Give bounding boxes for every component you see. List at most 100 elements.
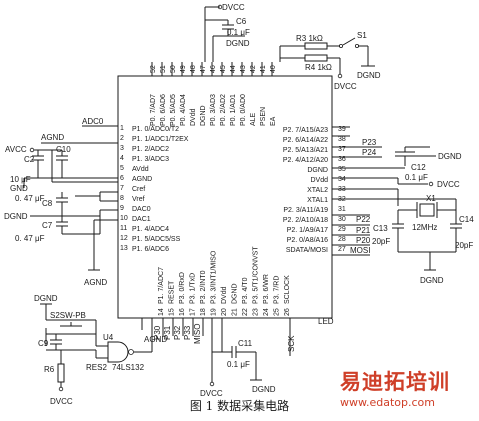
right-pin-name: XTAL2 [307, 187, 328, 194]
agnd-left-label: AGND [41, 133, 64, 142]
left-pin-name: P1. 1/ADC1/T2EX [132, 136, 189, 143]
p22-label: P22 [356, 215, 371, 224]
left-pin-number: 1 [120, 125, 124, 132]
right-pin-name: P2. 4/A12/A20 [283, 157, 328, 164]
sck-label: SCK [287, 335, 296, 352]
top-pin-number: 44 [230, 65, 237, 73]
c14-value: 20pF [455, 241, 473, 250]
right-pin-number: 30 [338, 216, 346, 223]
top-pin-number: 46 [210, 65, 217, 73]
miso-label: MISO [193, 324, 202, 344]
right-pin-name: P2. 2/A10/A18 [283, 217, 328, 224]
c8-label: C8 [42, 199, 53, 208]
top-pin-number: 40 [270, 65, 277, 73]
dvcc-s2-label: DVCC [50, 397, 73, 406]
top-pin-name: P0. 5/AD5 [170, 94, 177, 126]
left-pin-name: P1. 5/ADC5/SS [132, 236, 181, 243]
right-pin-number: 27 [338, 246, 346, 253]
bottom-pin-name: DGND [232, 283, 239, 304]
right-pin-number: 37 [338, 146, 346, 153]
right-pin-name: P2. 5/A13/A21 [283, 147, 328, 154]
top-pin-name: PSEN [260, 107, 267, 126]
c7-label: C7 [42, 221, 53, 230]
left-pin-number: 3 [120, 145, 124, 152]
left-pin-name: P1. 2/ADC2 [132, 146, 169, 153]
c12-label: C12 [411, 163, 426, 172]
u4-label: U4 [103, 333, 114, 342]
top-pin-number: 45 [220, 65, 227, 73]
top-pin-name: P0. 3/AD3 [210, 94, 217, 126]
bottom-pin-name: SCLOCK [284, 275, 291, 304]
left-pin-name: AGND [132, 176, 152, 183]
p20-label: P20 [356, 236, 371, 245]
bottom-pin-number: 22 [242, 308, 249, 316]
agnd-bottom-label: AGND [84, 278, 107, 287]
right-pin-number: 39 [338, 126, 346, 133]
left-pin-number: 10 [120, 215, 128, 222]
r6-label: R6 [44, 365, 55, 374]
top-pin-name: P0. 6/AD6 [160, 94, 167, 126]
c6-value: 0.1 μF [227, 28, 250, 37]
c6-decoupling: DVCC C6 0.1 μF DGND [204, 3, 250, 62]
bottom-pin-number: 25 [274, 308, 281, 316]
avcc-label: AVCC [5, 145, 27, 154]
right-pin-number: 34 [338, 176, 346, 183]
top-pin-name: ALE [250, 112, 257, 126]
c6-label: C6 [236, 17, 247, 26]
right-pin-name: XTAL1 [307, 197, 328, 204]
top-pin-number: 51 [160, 65, 167, 73]
ic-74ls132-label: 74LS132 [112, 363, 145, 372]
mosi-label: MOSI [350, 246, 370, 255]
top-pin-number: 42 [250, 65, 257, 73]
bottom-pin-name: RESET [169, 280, 176, 304]
right-pin-name: P2. 7/A15/A23 [283, 127, 328, 134]
bottom-pin-number: 20 [221, 308, 228, 316]
right-pin-name: SDATA/MOSI [286, 247, 328, 254]
left-analog-inputs: ADC0 AGND AVCC C2 C10 10 μF GND 0. 47 μF… [4, 117, 118, 287]
s2-label: S2SW-PB [50, 311, 86, 320]
bottom-pin-name: P3. 4/T0 [242, 277, 249, 304]
dvcc-right-label: DVCC [437, 180, 460, 189]
dgnd-xtal-label: DGND [420, 276, 444, 285]
right-pin-name: P2. 0/A8/A16 [287, 237, 328, 244]
p24-label: P24 [362, 148, 377, 157]
top-pin-name: EA [270, 116, 277, 126]
cap047-1-label: 0. 47 μF [15, 194, 45, 203]
top-pin-number: 48 [190, 65, 197, 73]
dgnd-right-label: DGND [438, 152, 462, 161]
left-pin-number: 4 [120, 155, 124, 162]
bottom-pin-number: 15 [169, 308, 176, 316]
p31-label: P31 [163, 325, 172, 340]
left-pin-number: 9 [120, 205, 124, 212]
top-pin-number: 52 [150, 65, 157, 73]
left-pin-number: 7 [120, 185, 124, 192]
bottom-pin-number: 14 [158, 308, 165, 316]
left-pin-name: P1. 0/ADC0/T2 [132, 126, 179, 133]
top-pin-name: P0. 0/AD0 [240, 94, 247, 126]
s1-label: S1 [357, 31, 367, 40]
left-pin-name: Vref [132, 196, 145, 203]
left-pin-name: P1. 6/ADC6 [132, 246, 169, 253]
bottom-pin-name: P1. 7/ADC7 [158, 267, 165, 304]
top-pin-number: 47 [200, 65, 207, 73]
c14-label: C14 [459, 215, 474, 224]
adc0-label: ADC0 [82, 117, 104, 126]
left-pin-number: 2 [120, 135, 124, 142]
bottom-pin-number: 26 [284, 308, 291, 316]
c2-label: C2 [24, 155, 35, 164]
bottom-pin-name: P3. 6/WR [263, 274, 270, 304]
bottom-pin-name: P3. 1/TxD [190, 273, 197, 304]
r4-label: R4 1kΩ [305, 63, 332, 72]
left-pin-number: 12 [120, 235, 128, 242]
agnd-reset-label: AGND [144, 335, 167, 344]
left-pin-number: 5 [120, 165, 124, 172]
top-pin-number: 41 [260, 65, 267, 73]
c9-label: C9 [38, 339, 49, 348]
reset-circuit: DGND S2SW-PB C9 R6 DVCC U4 RES2 74LS132 … [34, 294, 334, 406]
right-pin-number: 29 [338, 226, 346, 233]
right-pin-name: DVdd [310, 177, 328, 184]
res2-label: RES2 [86, 363, 107, 372]
top-pin-name: P0. 1/AD1 [230, 94, 237, 126]
p21-label: P21 [356, 226, 371, 235]
